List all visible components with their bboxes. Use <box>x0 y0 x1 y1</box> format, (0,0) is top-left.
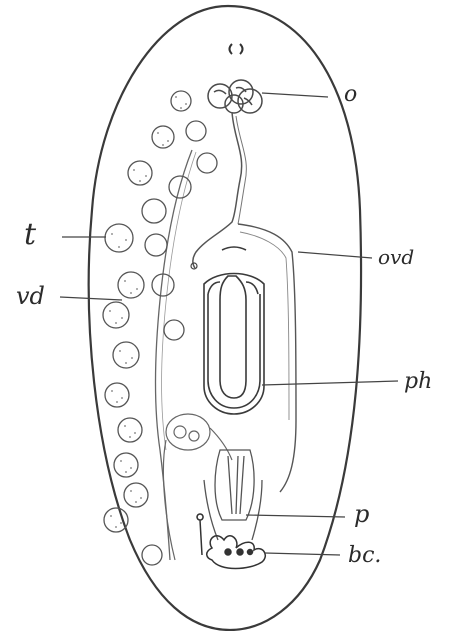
pharynx <box>204 247 264 414</box>
leader-bc <box>265 553 340 555</box>
penis <box>204 450 262 540</box>
vas-deferens <box>156 150 193 560</box>
label-ph: ph <box>404 369 432 394</box>
leader-p <box>246 515 345 517</box>
body-outline <box>89 6 361 630</box>
testes-stipple <box>109 96 187 528</box>
testes <box>103 91 217 565</box>
label-p: p <box>354 500 369 528</box>
label-bc: bc. <box>348 543 381 568</box>
eyespot-left <box>230 44 233 54</box>
label-ovd: ovd <box>378 245 414 269</box>
eyespot-right <box>240 44 243 54</box>
bursa-copulatrix <box>197 514 265 568</box>
leader-ph <box>262 381 398 385</box>
leader-o <box>262 93 328 97</box>
oviduct <box>193 112 242 268</box>
vas-deferens-inner <box>162 152 197 450</box>
ovary <box>208 80 262 113</box>
label-vd: vd <box>16 282 45 310</box>
label-t: t <box>24 217 37 252</box>
leader-vd <box>60 297 122 300</box>
label-o: o <box>344 82 357 107</box>
